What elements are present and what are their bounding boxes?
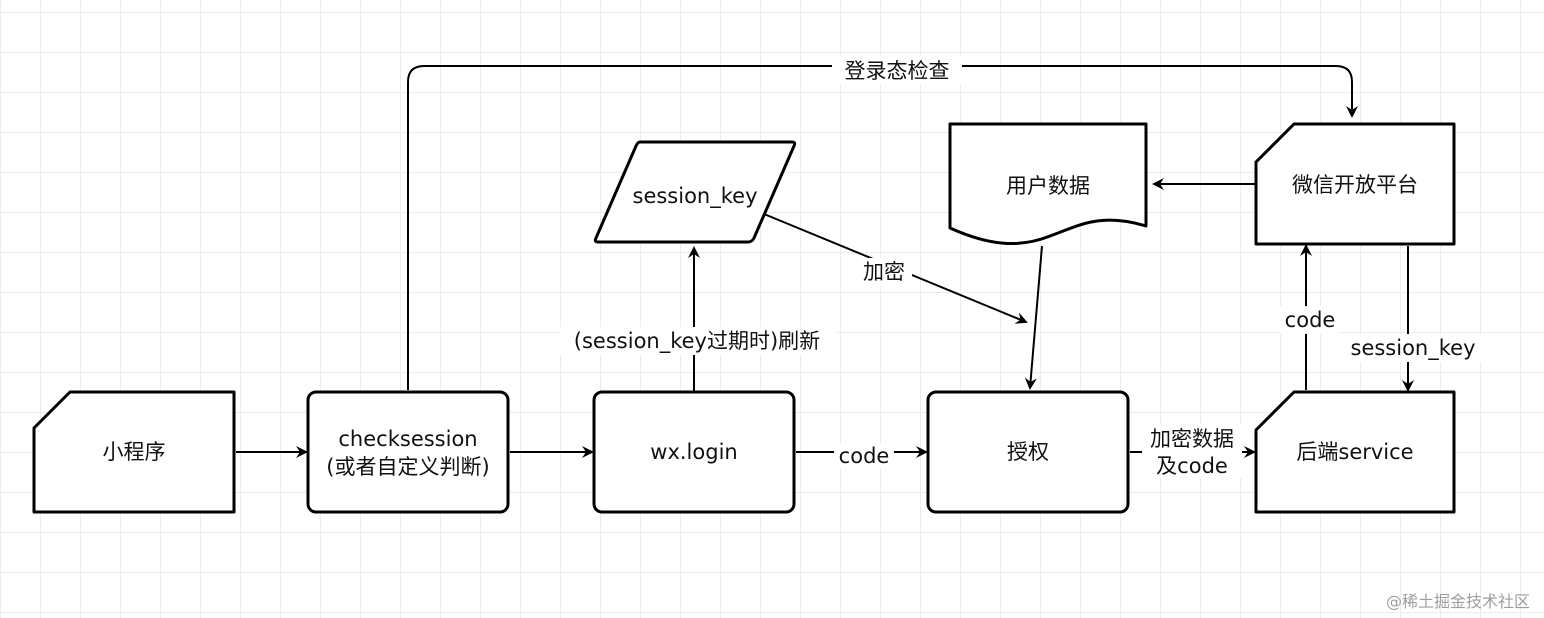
edge-login-state-check: [407, 65, 1358, 390]
edge-label-bg: [832, 56, 962, 84]
node-label-wechat-platform: 微信开放平台: [1292, 173, 1418, 197]
edge-label-session-key: session_key: [1351, 336, 1476, 361]
edge-label-encrypt: 加密: [863, 260, 905, 284]
edge-label-bg: [856, 258, 912, 286]
edge-label-bg: [1142, 424, 1242, 478]
node-authorize: 授权: [926, 390, 1130, 514]
node-wechat-platform: 微信开放平台: [1254, 122, 1456, 246]
edge-label-bg: [1280, 306, 1338, 334]
node-checksession: checksession (或者自定义判断): [306, 390, 510, 514]
node-session-key: session_key: [593, 140, 797, 244]
edge-label-bg: [1344, 334, 1484, 362]
node-miniprogram: 小程序: [32, 390, 236, 514]
edge-label-bg: [560, 327, 836, 355]
node-label-user-data: 用户数据: [1006, 174, 1090, 198]
node-label-miniprogram: 小程序: [103, 440, 166, 464]
node-user-data: 用户数据: [948, 122, 1148, 245]
watermark-text: @稀土掘金技术社区: [1385, 592, 1530, 611]
node-label-checksession-line1: checksession: [338, 427, 477, 451]
node-wxlogin: wx.login: [592, 390, 796, 514]
edge-label-code-login: code: [839, 444, 890, 468]
edge-label-bg: [834, 443, 894, 469]
node-backend-service: 后端service: [1254, 390, 1456, 514]
edge-label-login-state-check: 登录态检查: [845, 59, 950, 83]
node-label-checksession-line2: (或者自定义判断): [326, 455, 489, 479]
edge-label-refresh: (session_key过期时)刷新: [574, 329, 820, 354]
node-label-authorize: 授权: [1007, 440, 1049, 464]
node-label-session-key: session_key: [633, 184, 758, 209]
node-label-wxlogin: wx.login: [650, 440, 737, 464]
edge-label-encrypted-data-line1: 加密数据: [1150, 427, 1234, 451]
edge-user-data-to-authorize: [1024, 245, 1043, 390]
edge-label-code-backend: code: [1285, 308, 1336, 332]
edge-label-encrypted-data-line2: 及code: [1156, 454, 1228, 478]
node-label-backend-service: 后端service: [1296, 440, 1413, 464]
